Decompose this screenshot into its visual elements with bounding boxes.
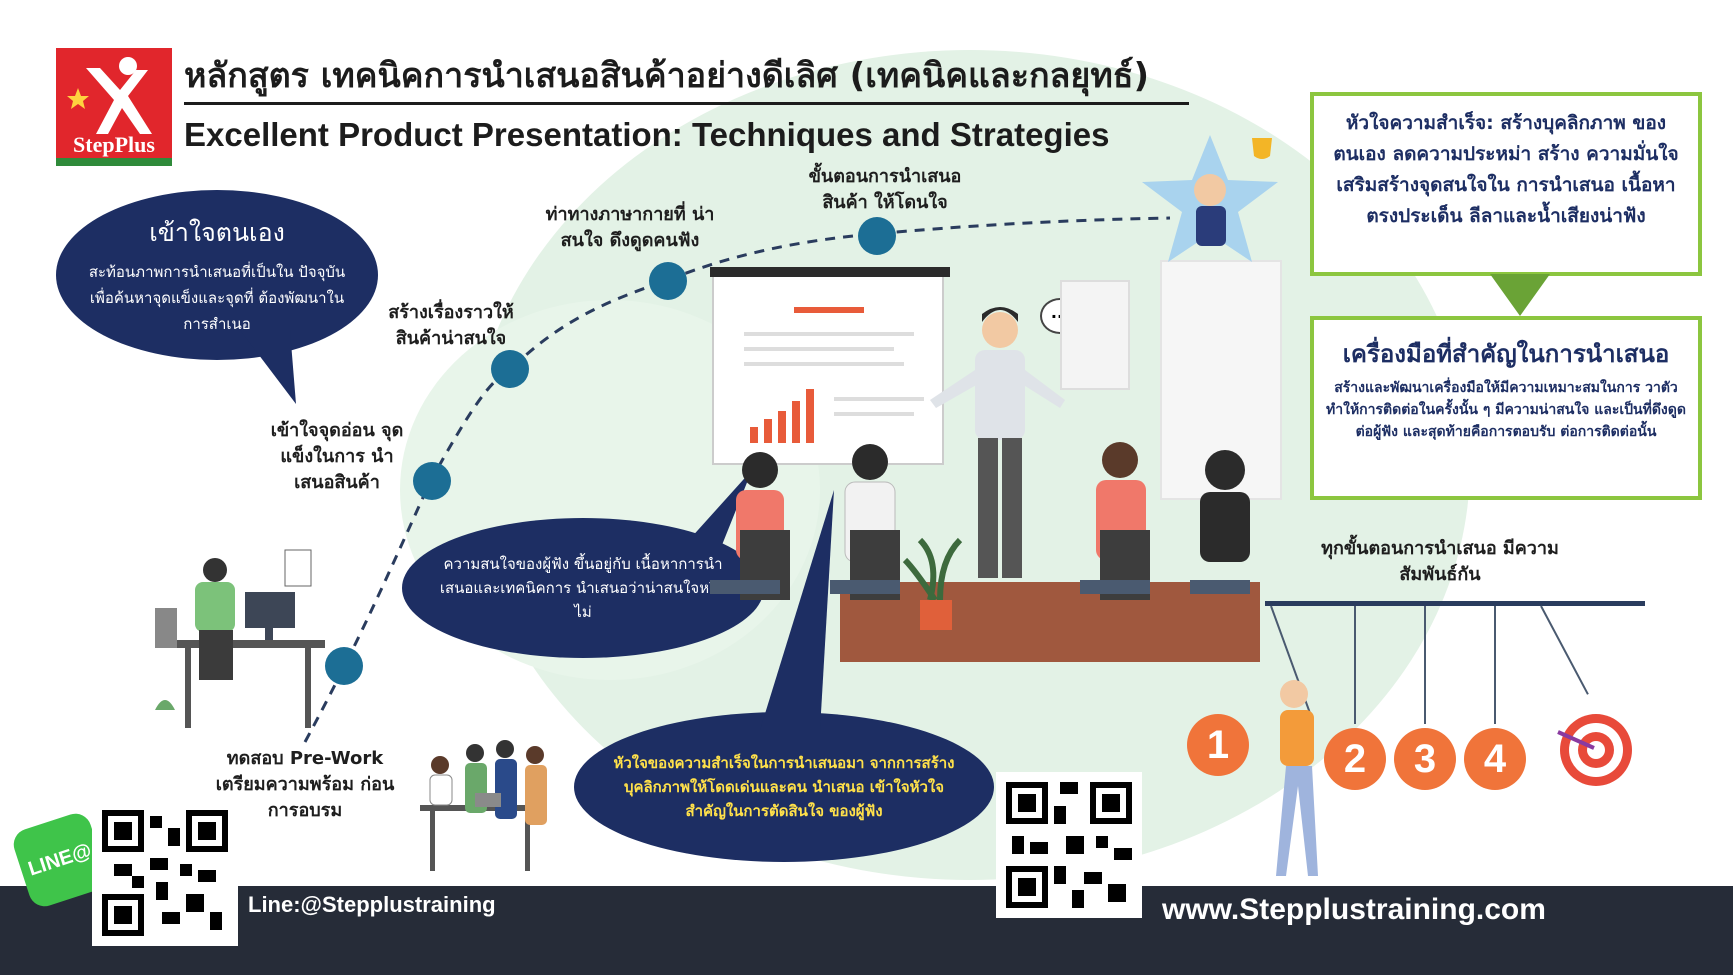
footer-bar (0, 886, 1733, 975)
cradle-ball-1: 1 (1187, 714, 1249, 776)
website-qr-code (996, 772, 1142, 918)
cradle-string (1494, 606, 1496, 724)
key-tools-box: เครื่องมือที่สำคัญในการนำเสนอ สร้างและพั… (1310, 316, 1702, 500)
board-text-line (744, 347, 894, 351)
board-chart-bar (792, 401, 800, 443)
self-bubble-tail (240, 330, 296, 404)
step-label-2: เข้าใจจุดอ่อน จุดแข็งในการ นำเสนอสินค้า (270, 420, 404, 493)
relation-label: ทุกขั้นตอนการนำเสนอ มีความสัมพันธ์กัน (1321, 538, 1559, 585)
cradle-string (1354, 606, 1356, 724)
board-text-line (834, 397, 924, 401)
title-divider (184, 102, 1189, 105)
board-top-bar (710, 267, 950, 277)
presenter-illustration (930, 307, 1065, 578)
logo-text: StepPlus (73, 132, 155, 157)
step-dot-2 (413, 462, 451, 500)
cradle-ball-4: 4 (1464, 728, 1526, 790)
success-heart-text: หัวใจของความสำเร็จในการนำเสนอมา จากการสร… (613, 754, 955, 820)
step-label-1: ทดสอบ Pre-Work เตรียมความพร้อม ก่อนการอบ… (215, 748, 395, 821)
step-dot-3 (491, 350, 529, 388)
website-text: www.Stepplustraining.com (1162, 893, 1546, 926)
logo: StepPlus (56, 48, 172, 166)
board-text-line (744, 362, 904, 366)
target-icon (1557, 714, 1632, 786)
line-qr-icon (102, 810, 228, 936)
line-id-text: Line:@Stepplustraining (248, 892, 496, 917)
woman-pushing-illustration (1276, 680, 1318, 876)
key-tools-title: เครื่องมือที่สำคัญในการนำเสนอ (1342, 340, 1670, 368)
success-key-box: หัวใจความสำเร็จ: สร้างบุคลิกภาพ ของตนเอง… (1310, 92, 1702, 276)
website-qr-icon (1006, 782, 1132, 908)
cradle-bar (1265, 601, 1645, 606)
cradle-ball-2: 2 (1324, 728, 1386, 790)
self-understanding-text: สะท้อนภาพการนำเสนอที่เป็นใน ปัจจุบัน เพื… (88, 263, 346, 333)
board-chart-bar (778, 411, 786, 443)
interest-bubble-tail (680, 470, 752, 550)
key-tools-text: สร้างและพัฒนาเครื่องมือให้มีความเหมาะสมใ… (1326, 380, 1686, 440)
down-arrow-icon (1490, 274, 1550, 316)
audience-interest-text: ความสนใจของผู้ฟัง ขึ้นอยู่กับ เนื้อหาการ… (439, 555, 727, 621)
page-title-en: Excellent Product Presentation: Techniqu… (184, 116, 1110, 153)
board-chart-bar (806, 389, 814, 443)
board-chart-bar (750, 427, 758, 443)
self-understanding-bubble: เข้าใจตนเอง สะท้อนภาพการนำเสนอที่เป็นใน … (56, 190, 378, 360)
step-label-3: สร้างเรื่องราวให้ สินค้าน่าสนใจ (388, 302, 514, 349)
line-badge-text: LINE@ (25, 839, 95, 881)
audience-illustration (710, 442, 1250, 630)
step-dot-4 (649, 262, 687, 300)
cradle-ball-3: 3 (1394, 728, 1456, 790)
success-heart-bubble: หัวใจของความสำเร็จในการนำเสนอมา จากการสร… (574, 712, 994, 862)
presentation-board (710, 267, 950, 465)
step-label-4: ท่าทางภาษากายที่ น่าสนใจ ดึงดูดคนฟัง (545, 204, 715, 251)
page-title-th: หลักสูตร เทคนิคการนำเสนอสินค้าอย่างดีเลิ… (184, 56, 1150, 96)
success-key-text: หัวใจความสำเร็จ: สร้างบุคลิกภาพ ของตนเอง… (1333, 112, 1679, 227)
self-understanding-title: เข้าใจตนเอง (149, 218, 285, 247)
team-illustration (420, 740, 547, 871)
step-dot-5 (858, 217, 896, 255)
desk-worker-illustration (155, 549, 325, 728)
board-chart-bar (764, 419, 772, 443)
heart-bubble-tail (760, 490, 834, 730)
step-label-5: ขั้นตอนการนำเสนอ สินค้า ให้โดนใจ (808, 166, 962, 213)
logo-figure-icon (67, 57, 152, 134)
board-text-line (744, 332, 914, 336)
step-dot-1 (325, 647, 363, 685)
board-title-line (794, 307, 864, 313)
board-text-line (834, 412, 914, 416)
line-qr-code (92, 800, 238, 946)
stage-platform (840, 582, 1260, 662)
star-trophy-icon (1142, 135, 1278, 262)
cradle-string (1424, 606, 1426, 724)
wall-window (1060, 280, 1130, 390)
